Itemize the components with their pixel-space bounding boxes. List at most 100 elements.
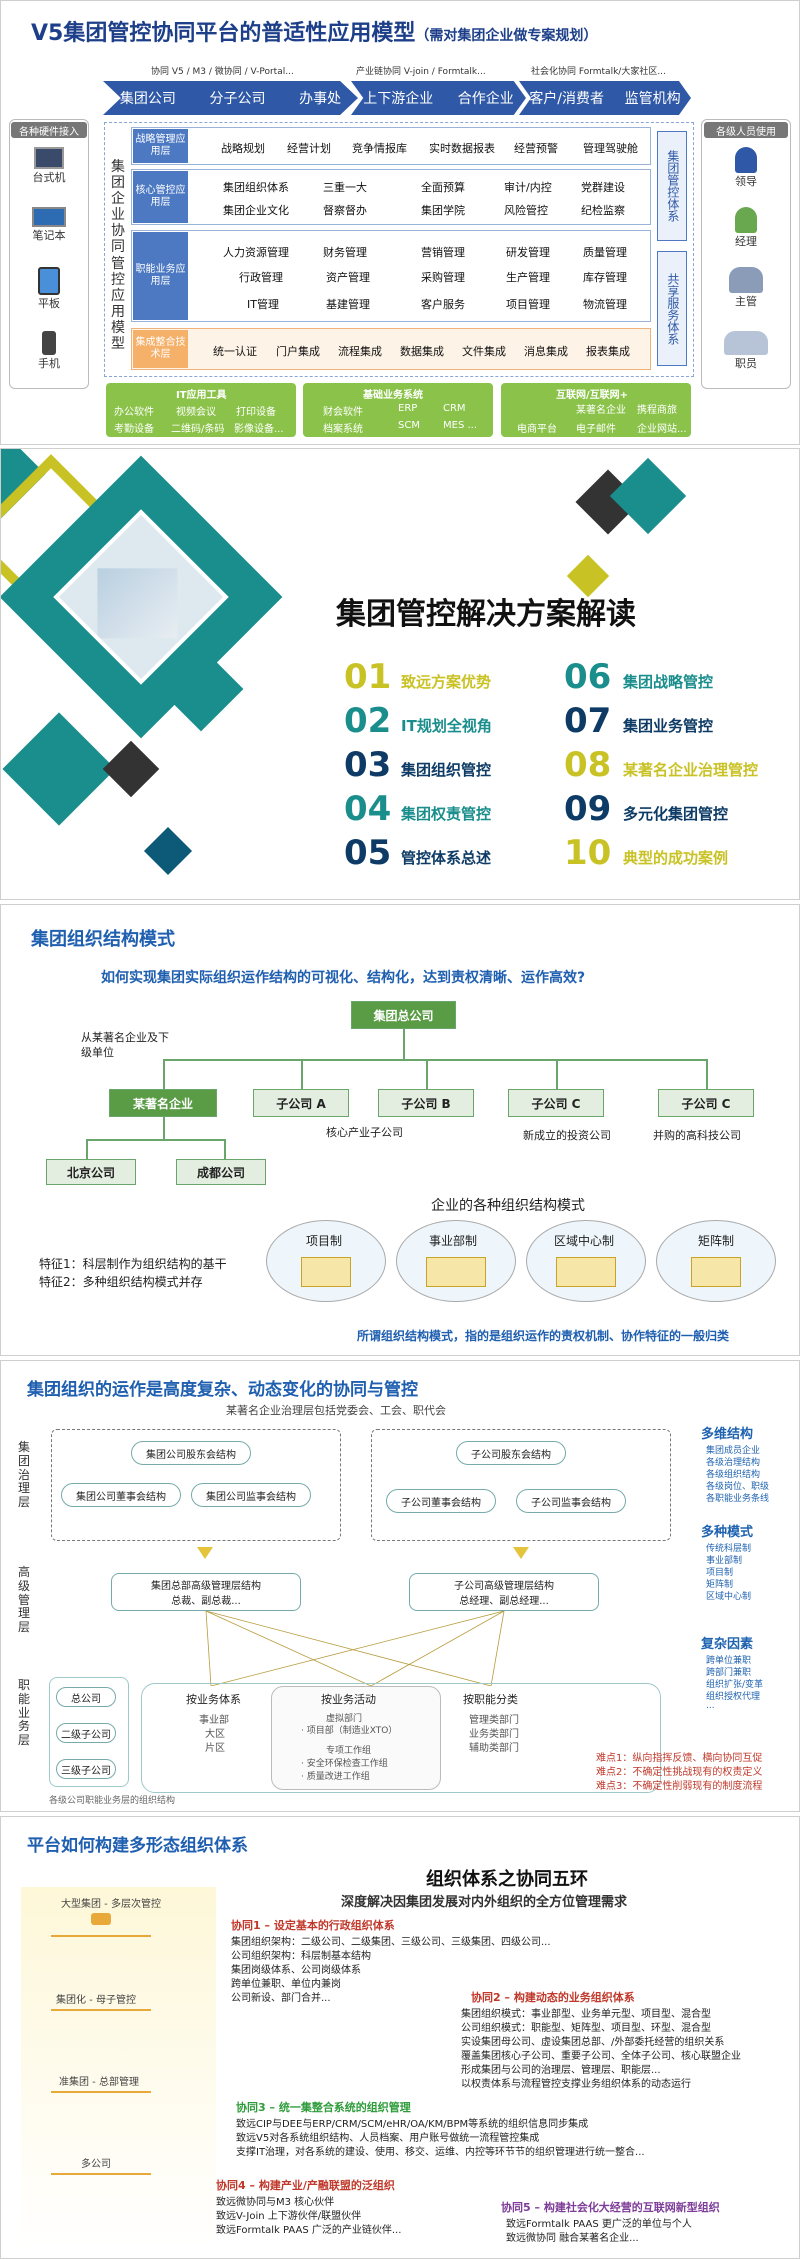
mgmt-system-tag: 集团管控体系: [657, 131, 687, 241]
connector: [163, 1059, 708, 1061]
layer-cell: 集团学院: [421, 202, 465, 218]
ring-title: 协同5 – 构建社会化大经营的互联网新型组织: [501, 2199, 720, 2215]
layer-strategy-label: 战略管理应用层: [133, 129, 188, 163]
layer-cell: 审计/内控: [504, 179, 552, 195]
section-item: 区域中心制: [706, 1589, 751, 1602]
item-label: 管控体系总述: [401, 847, 491, 868]
item-label: 集团业务管控: [623, 715, 713, 736]
tool-group-internet: 互联网/互联网+ 某著名企业 携程商旅 电商平台 电子邮件 企业网站...: [501, 383, 691, 437]
layer-core: [131, 169, 651, 225]
unit-box: 子公司 A: [253, 1089, 349, 1117]
unit-box: 子公司 C: [508, 1089, 604, 1117]
layer-cell: 质量管理: [583, 244, 627, 260]
supervisor-item: 主管: [716, 267, 776, 309]
top-label-3: 社会化协同 Formtalk/大家社区...: [531, 64, 666, 77]
layer-cell: 基建管理: [326, 296, 370, 312]
connector: [86, 1139, 88, 1159]
layer-function: [131, 230, 651, 322]
manager-item: 经理: [716, 207, 776, 249]
unit-note: 并购的高科技公司: [653, 1127, 741, 1143]
chevron-group-chain: 上下游企业 合作企业: [351, 81, 526, 115]
section-title: 多维结构: [701, 1423, 753, 1442]
col-function-item: 业务类部门: [469, 1725, 519, 1740]
layer-integration: [131, 328, 651, 370]
unit-box: 某著名企业: [109, 1089, 217, 1117]
staff-icon: [724, 331, 768, 355]
ring-line: 致远Formtalk PAAS 广泛的产业链伙伴...: [216, 2221, 401, 2236]
company-box: 三级子公司: [56, 1759, 116, 1779]
level-business: 职能业务层: [15, 1679, 33, 1748]
layer-cell: 门户集成: [276, 343, 320, 359]
mode-label: 项目制: [306, 1232, 342, 1249]
col-business-title: 按业务体系: [186, 1691, 241, 1707]
connector: [426, 1059, 428, 1089]
tier-label: 准集团 - 总部管理: [59, 2073, 139, 2088]
navy-diamond: [144, 827, 192, 875]
layer-cell: 采购管理: [421, 269, 465, 285]
layer-cell: 战略规划: [221, 140, 265, 156]
ring-line: 致远CIP与DEE与ERP/CRM/SCM/eHR/OA/KM/BPM等系统的组…: [236, 2115, 588, 2130]
connector: [163, 1059, 165, 1089]
layer-function-label: 职能业务应用层: [133, 232, 188, 320]
connector: [301, 1059, 303, 1089]
layer-cell: 客户服务: [421, 296, 465, 312]
level-management: 高级管理层: [15, 1566, 33, 1635]
col-business-item: 片区: [205, 1739, 225, 1754]
layer-integration-label: 集成整合技术层: [133, 330, 188, 368]
branch-box: 北京公司: [46, 1159, 136, 1185]
item-label: 集团战略管控: [623, 671, 713, 692]
layer-cell: 资产管理: [326, 269, 370, 285]
layer-cell: 报表集成: [586, 343, 630, 359]
layer-cell: 集团企业文化: [223, 202, 289, 218]
col-function-title: 按职能分类: [463, 1691, 518, 1707]
layer-cell: 竞争情报库: [352, 140, 407, 156]
supervisor-icon: [729, 267, 763, 293]
arrow-icon: [513, 1547, 529, 1559]
governance-note: 某著名企业治理层包括党委会、工会、职代会: [226, 1403, 466, 1418]
ring-line: 集团组织模式：事业部型、业务单元型、项目型、混合型: [461, 2005, 711, 2020]
connector: [403, 1029, 405, 1059]
device-panel-title: 各种硬件接入: [11, 122, 87, 138]
modes-title: 企业的各种组织结构模式: [431, 1195, 585, 1215]
rings-heading: 组织体系之协同五环: [426, 1865, 588, 1891]
tablet-item: 平板: [19, 267, 79, 311]
mode-matrix-icon: [691, 1257, 741, 1287]
mode-label: 事业部制: [429, 1232, 477, 1249]
slide1-title: V5集团管控协同平台的普适性应用模型（需对集团企业做专案规划）: [31, 15, 597, 47]
ring-line: 公司组织架构：科层制基本结构: [231, 1947, 371, 1962]
layer-cell: 生产管理: [506, 269, 550, 285]
col-activity-item: · 质量改进工作组: [301, 1769, 370, 1782]
rings-subheading: 深度解决因集团发展对内外组织的全方位管理需求: [341, 1891, 627, 1910]
item-label: 典型的成功案例: [623, 847, 728, 868]
chevron-item: 监管机构: [625, 88, 681, 108]
slide-platform-model: V5集团管控协同平台的普适性应用模型（需对集团企业做专案规划） 协同 V5 / …: [0, 0, 800, 445]
layer-cell: IT管理: [247, 296, 279, 312]
tool-group-it: IT应用工具 办公软件 视频会议 打印设备 考勤设备 二维码/条码 影像设备..…: [106, 383, 296, 437]
layer-cell: 营销管理: [421, 244, 465, 260]
service-system-tag: 共享服务体系: [657, 251, 687, 366]
ring-line: 公司新设、部门合并...: [231, 1989, 331, 2004]
slide3-question: 如何实现集团实际组织运作结构的可视化、结构化，达到责权清晰、运作高效?: [101, 967, 585, 987]
ring-line: 集团组织架构：二级公司、二级集团、三级公司、三级集团、四级公司...: [231, 1933, 551, 1948]
org-branch: [51, 2009, 151, 2039]
feature-1: 特征1：科层制作为组织结构的基干: [39, 1255, 227, 1272]
feature-2: 特征2：多种组织结构模式并存: [39, 1273, 203, 1290]
layer-cell: 纪检监察: [581, 202, 625, 218]
connector: [86, 1139, 226, 1141]
unit-box: 子公司 C: [658, 1089, 754, 1117]
ring-line: 支撑IT治理，对各系统的建设、使用、移交、运维、内控等环节节的组织管理进行统一整…: [236, 2143, 645, 2158]
org-branch: [51, 2173, 151, 2213]
chevron-group-internal: 集团公司 分子公司 办事处: [103, 81, 358, 115]
item-label: 致远方案优势: [401, 671, 491, 692]
chevron-item: 客户/消费者: [529, 88, 604, 108]
chevron-item: 办事处: [299, 88, 341, 108]
layer-cell: 研发管理: [506, 244, 550, 260]
chevron-item: 合作企业: [458, 88, 514, 108]
col-function-item: 管理类部门: [469, 1711, 519, 1726]
mode-project-icon: [301, 1257, 351, 1287]
layer-cell: 实时数据报表: [429, 140, 495, 156]
col-activity-item: 专项工作组: [326, 1743, 371, 1756]
tier-label: 大型集团 - 多层次管控: [61, 1895, 161, 1910]
gov-box: 子公司监事会结构: [516, 1489, 626, 1513]
item-number: 01: [344, 657, 391, 697]
